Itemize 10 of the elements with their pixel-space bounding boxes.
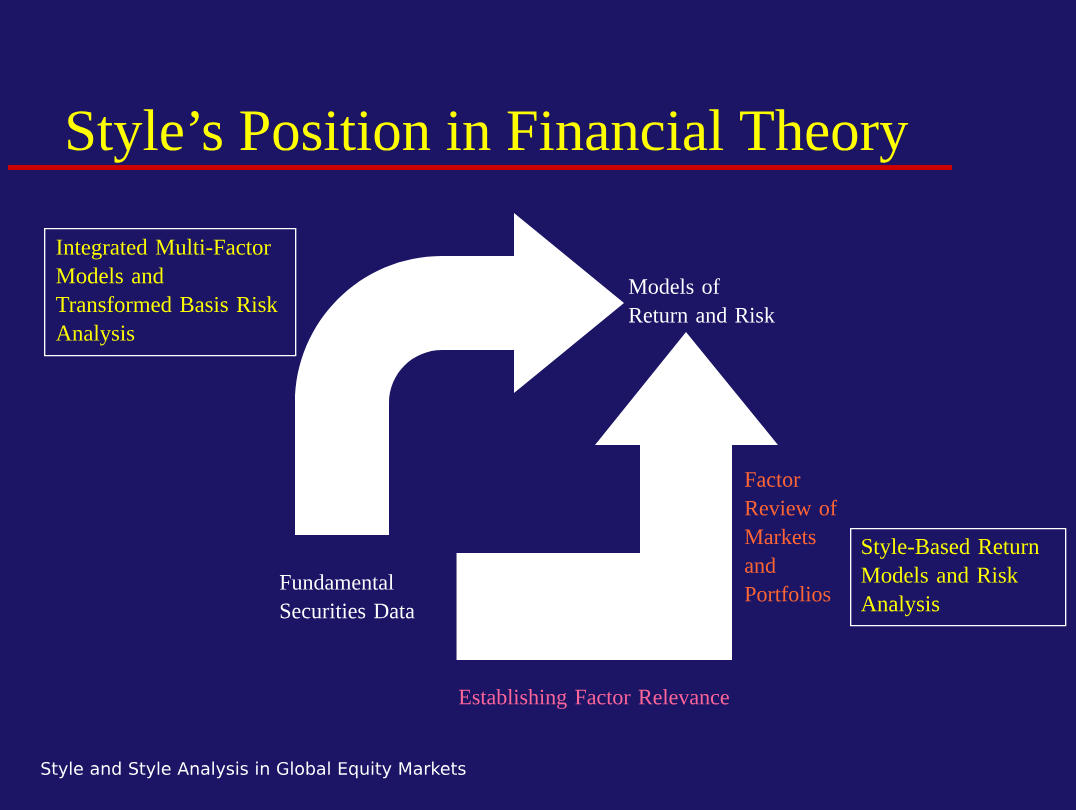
curved-block-arrow — [295, 213, 624, 535]
node-label: Models of Return and Risk — [628, 278, 775, 323]
text-box: Style-Based Return Models and Risk Analysis — [850, 528, 1067, 627]
footer-text: Style and Style Analysis in Global Equity Markets — [41, 761, 466, 779]
caption-text: Establishing Factor Relevance — [459, 689, 729, 709]
node-label: Fundamental Securities Data — [279, 574, 415, 619]
slide-title: Style’s Position in Financial Theory — [68, 109, 909, 163]
caption-text: Factor Review of Markets and Portfolios — [744, 472, 838, 602]
bent-block-arrow — [456, 331, 778, 660]
text-box: Integrated Multi-Factor Models and Transformed Basis Risk Analysis — [44, 228, 297, 357]
